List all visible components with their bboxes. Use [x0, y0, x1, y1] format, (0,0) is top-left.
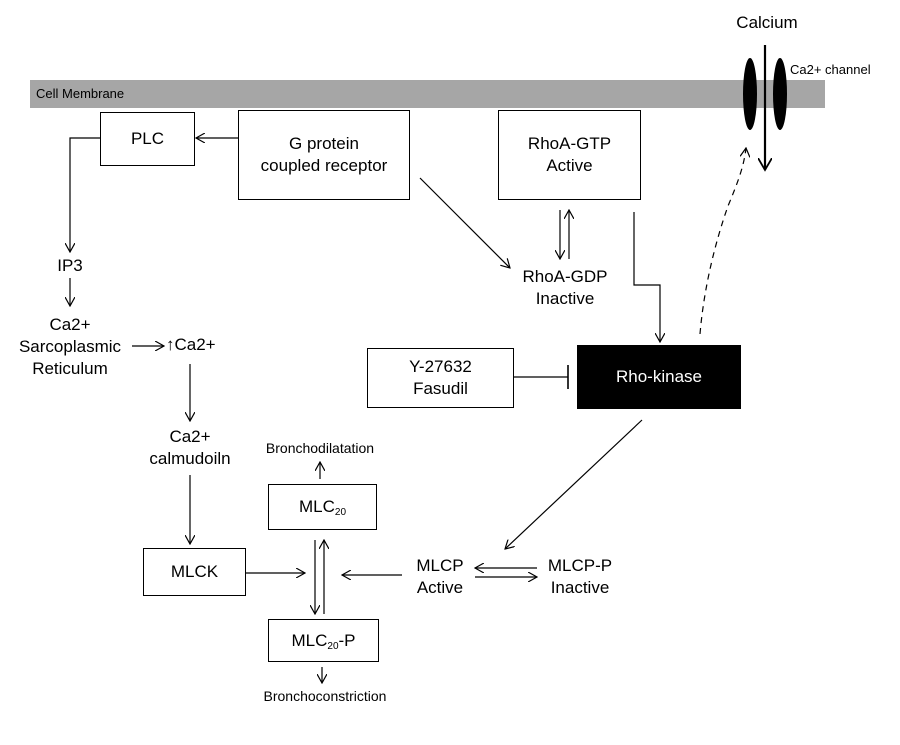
ca-sr-line1: Ca2+ [49, 315, 91, 334]
ca-calmodulin-node: Ca2+ calmudoiln [135, 426, 245, 470]
mlcp-inactive-line2: Inactive [550, 578, 610, 597]
rhoa-gtp-to-rho-kinase-arrow [633, 212, 660, 342]
mlc20p-suffix: -P [338, 630, 356, 650]
rhoa-gtp-label-line2: Active [546, 156, 593, 175]
gpcr-label-line2: coupled receptor [260, 156, 388, 175]
increased-ca-label: Ca2+ [174, 335, 216, 354]
increased-ca-node: ↑Ca2+ [166, 334, 216, 356]
ca-calmodulin-line1: Ca2+ [169, 427, 211, 446]
gpcr-box: G protein coupled receptor [238, 110, 410, 200]
mlcp-inactive-node: MLCP-P Inactive [530, 555, 630, 599]
ca-sr-line3: Reticulum [32, 359, 108, 378]
inhibitors-box: Y-27632 Fasudil [367, 348, 514, 408]
calcium-label: Calcium [736, 13, 798, 32]
mlck-box: MLCK [143, 548, 246, 596]
rho-kinase-label: Rho-kinase [616, 367, 702, 386]
rhoa-gtp-box: RhoA-GTP Active [498, 110, 641, 200]
plc-label: PLC [130, 129, 165, 148]
mlck-label: MLCK [170, 562, 219, 581]
bronchoconstriction-label: Bronchoconstriction [263, 688, 387, 704]
cell-membrane [30, 80, 825, 108]
inhibitor-y27632: Y-27632 [409, 357, 472, 376]
rhoa-gdp-line2: Inactive [535, 289, 595, 308]
plc-to-ip3-arrow [70, 137, 100, 252]
mlcp-active-line1: MLCP [416, 556, 464, 575]
mlc20-subscript: 20 [334, 507, 347, 518]
ca-channel-left-subunit [743, 58, 757, 130]
ca-channel-right-subunit [773, 58, 787, 130]
rhoa-gdp-line1: RhoA-GDP [522, 267, 608, 286]
mlc20-label: MLC20 [299, 496, 346, 518]
gpcr-to-rhoa-gdp-arrow [419, 177, 510, 268]
rho-kinase-to-ca-channel-dashed-arrow [699, 148, 746, 335]
ca-channel-label: Ca2+ channel [790, 62, 871, 77]
ca-sr-line2: Sarcoplasmic [18, 337, 122, 356]
ip3-label: IP3 [57, 256, 83, 275]
inhibitor-fasudil: Fasudil [413, 379, 468, 398]
ca-sr-node: Ca2+ Sarcoplasmic Reticulum [5, 314, 135, 380]
mlc20-box: MLC20 [268, 484, 377, 530]
mlc20-base: MLC [298, 497, 335, 516]
cell-membrane-label: Cell Membrane [36, 86, 125, 101]
plc-box: PLC [100, 112, 195, 166]
rhoa-gtp-label-line1: RhoA-GTP [527, 134, 612, 153]
mlc20p-label: MLC20-P [291, 630, 355, 652]
ca-calmodulin-line2: calmudoiln [149, 449, 231, 468]
mlcp-active-line2: Active [416, 578, 464, 597]
mlc20p-base: MLC [291, 630, 328, 650]
rho-kinase-to-mlcp-arrow [505, 419, 643, 549]
bronchodilatation-label: Bronchodilatation [265, 440, 375, 456]
increase-arrow-glyph: ↑ [166, 335, 175, 354]
rho-kinase-box: Rho-kinase [577, 345, 741, 409]
mlc20p-box: MLC20-P [268, 619, 379, 662]
mlc20p-subscript: 20 [327, 640, 339, 652]
mlcp-active-node: MLCP Active [400, 555, 480, 599]
mlcp-inactive-line1: MLCP-P [547, 556, 613, 575]
rhoa-gdp-node: RhoA-GDP Inactive [490, 266, 640, 310]
gpcr-label-line1: G protein [289, 134, 359, 153]
